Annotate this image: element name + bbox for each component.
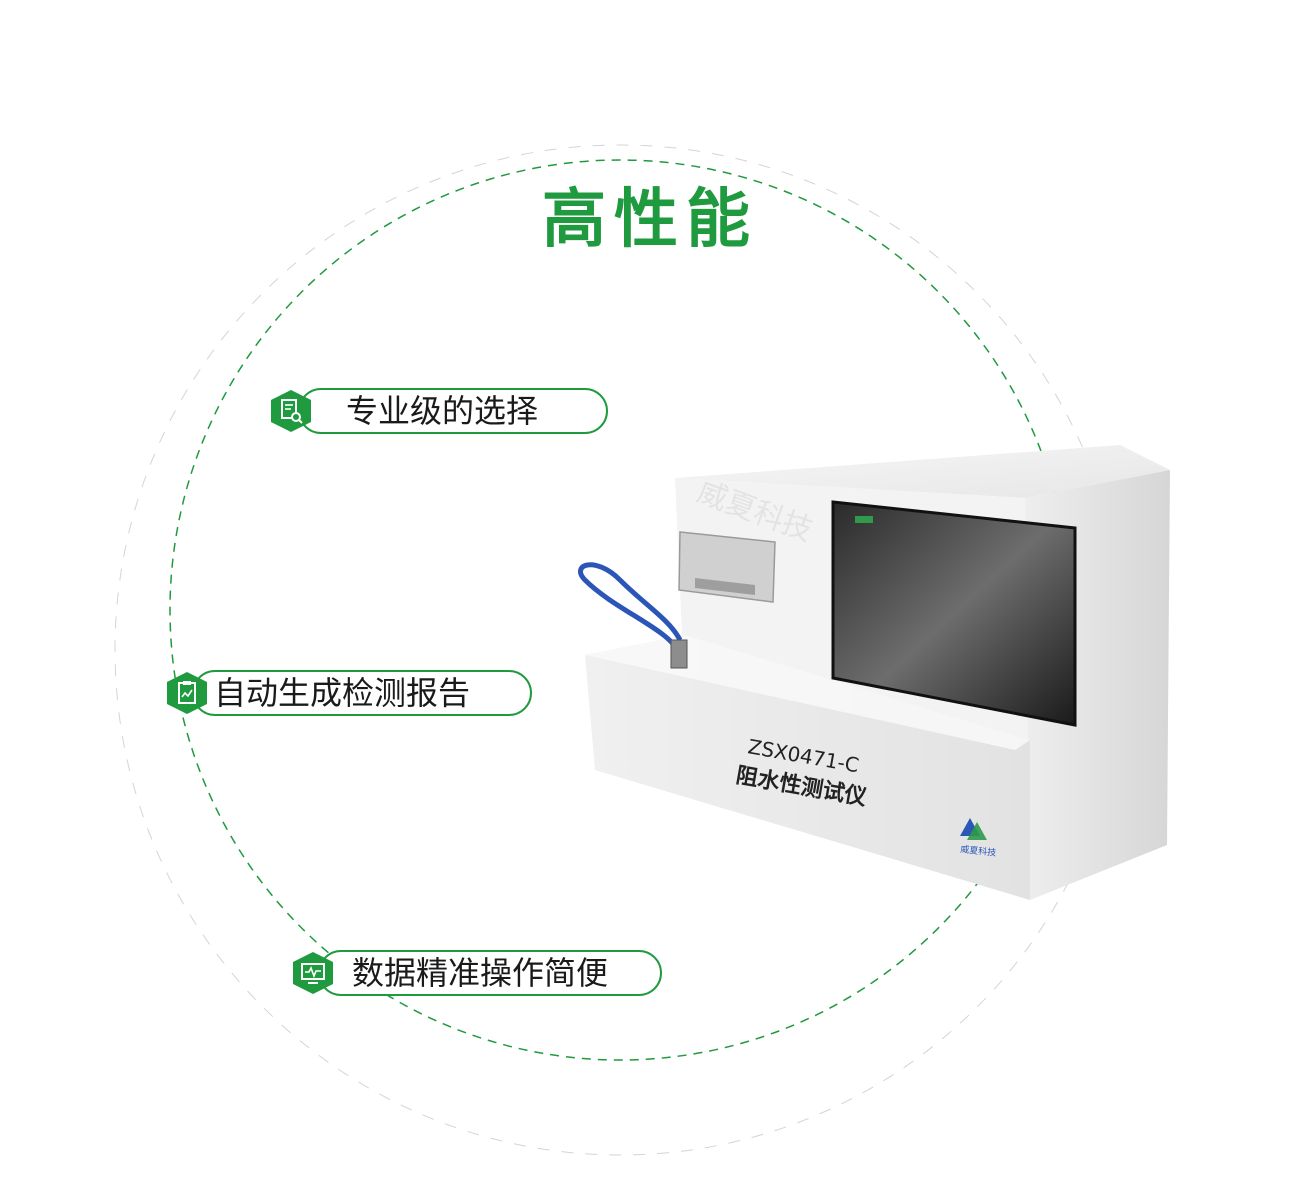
screen-badge: [855, 516, 873, 523]
feature-pill-3: 数据精准操作简便: [318, 950, 662, 996]
feature-label-3: 数据精准操作简便: [352, 954, 609, 992]
document-magnifier-icon: [271, 390, 311, 432]
product-image: ZSX0471-C 阻水性测试仪 威夏科技 威夏科技: [578, 445, 1170, 900]
feature-label-2: 自动生成检测报告: [214, 674, 471, 712]
feature-label-1: 专业级的选择: [346, 392, 539, 430]
feature-pill-2: 自动生成检测报告: [192, 670, 532, 716]
brand-name: 威夏科技: [960, 843, 997, 859]
brand-logo-icon: [960, 818, 987, 840]
cable: [578, 562, 683, 654]
connector: [670, 639, 688, 669]
clipboard-chart-icon: [167, 672, 207, 714]
feature-pill-1: 专业级的选择: [298, 388, 608, 434]
page-title: 高性能: [542, 183, 758, 257]
touch-screen: [831, 500, 1077, 727]
housing-front: [585, 635, 1030, 900]
housing-top: [675, 445, 1170, 498]
monitor-waveform-icon: [293, 952, 333, 994]
